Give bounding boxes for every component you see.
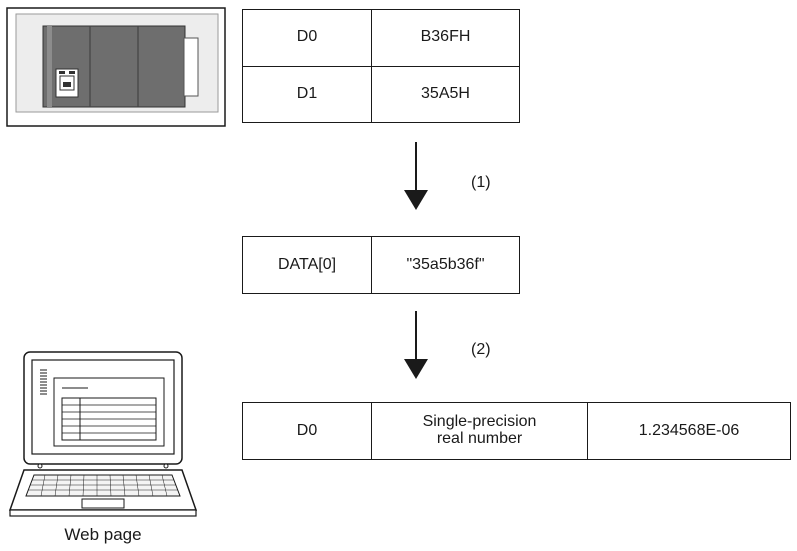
data-type-cell: Single-precision real number xyxy=(371,402,588,460)
value-cell: 35A5H xyxy=(371,65,520,123)
step-2-label: (2) xyxy=(471,341,491,358)
table-row: D1 35A5H xyxy=(242,65,520,123)
data-type-line-1: Single-precision xyxy=(422,413,537,431)
array-name-cell: DATA[0] xyxy=(242,236,372,294)
table-row: D0 B36FH xyxy=(242,9,520,67)
data-type-line-2: real number xyxy=(436,430,523,447)
result-table: D0 Single-precision real number 1.234568… xyxy=(242,402,791,460)
device-table-top: D0 B36FH D1 35A5H xyxy=(242,9,520,123)
device-cell: D0 xyxy=(242,9,372,67)
array-value-cell: "35a5b36f" xyxy=(371,236,520,294)
laptop-caption: Web page xyxy=(64,525,142,544)
table-row: DATA[0] "35a5b36f" xyxy=(242,236,520,294)
down-arrow-icon xyxy=(404,142,428,210)
step-1-label: (1) xyxy=(471,174,491,191)
table-row: D0 Single-precision real number 1.234568… xyxy=(242,402,791,460)
value-cell: B36FH xyxy=(371,9,520,67)
data-array-table: DATA[0] "35a5b36f" xyxy=(242,236,520,294)
down-arrow-icon xyxy=(404,311,428,379)
value-cell: 1.234568E-06 xyxy=(587,402,791,460)
